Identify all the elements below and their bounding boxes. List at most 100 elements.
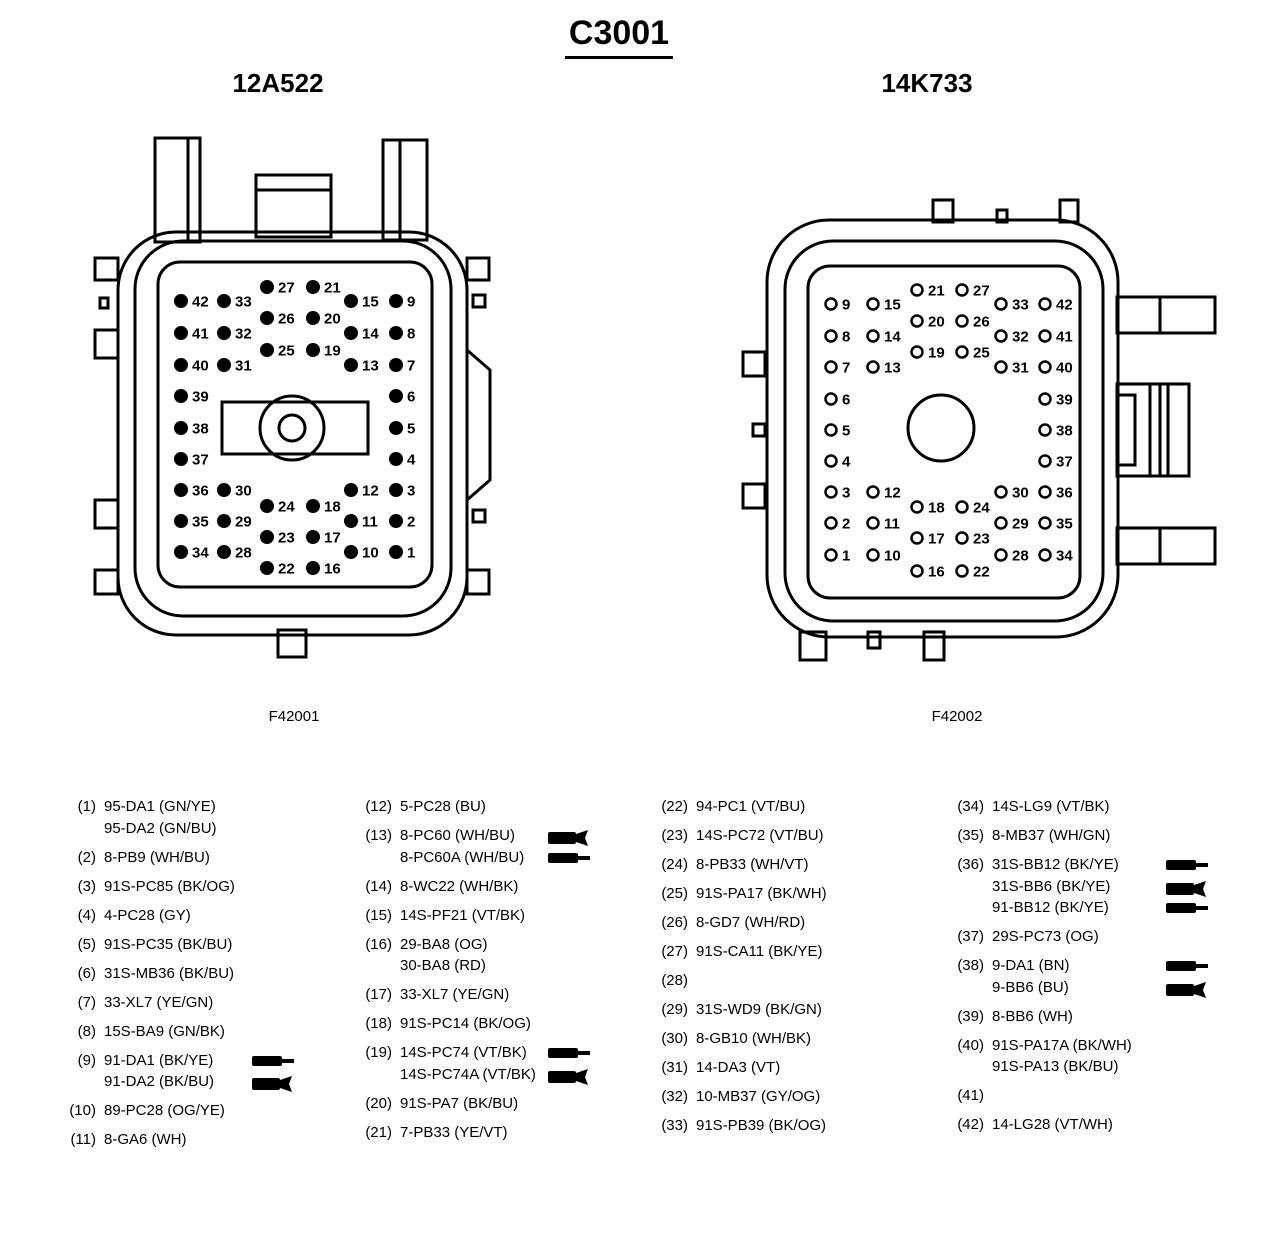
pinout-entry: (42)14-LG28 (VT/WH) [948,1114,1238,1136]
left-pin-42 [174,294,188,308]
wire-circuit-text: 33-XL7 (YE/GN) [400,986,510,1003]
left-pin-3 [389,483,403,497]
pinout-entry: (19) 14S-PC74 (VT/BK)14S-PC74A (VT/BK) [356,1042,646,1085]
right-pin-23 [955,531,969,545]
wire-circuit: 8-MB37 (WH/GN) [992,825,1238,847]
right-pin-27 [955,283,969,297]
right-pin-label: 20 [928,314,945,331]
left-pin-label: 16 [324,561,341,578]
wire-circuit-text: 91S-PC35 (BK/BU) [104,935,233,953]
left-pin-6 [389,389,403,403]
wire-circuit: 91S-PA7 (BK/BU) [400,1093,646,1115]
pinout-cavity-number: (38) [957,957,984,974]
pinout-entry: (9)91-DA1 (BK/YE)91-DA2 (BK/BU) [60,1050,350,1093]
right-pin-39 [1038,392,1052,406]
pinout-cavity-number: (20) [365,1094,392,1112]
pinout-cavity-number: (19) [365,1044,392,1061]
wire-circuit-text: 91S-PB39 (BK/OG) [696,1117,827,1134]
left-pin-18 [306,499,320,513]
left-pin-13 [344,358,358,372]
right-pin-label: 13 [884,360,901,377]
pinout-cavity-number: (28) [661,972,688,989]
wire-circuit: 89-PC28 (OG/YE) [104,1100,350,1122]
wire-circuit: ​ [696,970,942,992]
left-pin-label: 8 [407,326,415,343]
pinout-cavity-number: (31) [661,1059,688,1076]
left-pin-10 [344,545,358,559]
wire-circuit-text: 8-GB10 (WH/BK) [696,1030,812,1047]
right-pin-29 [994,516,1008,530]
pinout-entry: (27)91S-CA11 (BK/YE) [652,941,942,963]
wire-circuit-text: 91-DA2 (BK/BU) [104,1073,215,1090]
pinout-entry: (2)8-PB9 (WH/BU) [60,847,350,869]
wire-circuit-text: 7-PB33 (YE/VT) [400,1123,508,1141]
wire-circuit-text: 95-DA1 (GN/YE) [104,798,216,815]
wire-circuit-text: 91S-PA17 (BK/WH) [696,885,827,902]
pinout-entry: (5) 91S-PC35 (BK/BU) [60,934,350,956]
wire-circuit-text: 8-PC60 (WH/BU) [400,827,516,844]
pinout-cavity-number: (40) [957,1036,984,1054]
left-pin-label: 24 [278,499,295,516]
right-pin-label: 9 [842,297,850,314]
wire-circuit-text: 31S-BB6 (BK/YE) [992,877,1111,895]
wire-circuit: 91S-PC35 (BK/BU) [104,934,350,956]
left-pin-1 [389,545,403,559]
wire-circuit: 14S-PC74 (VT/BK) [400,1042,646,1064]
pinout-cavity-number: (5) [77,935,96,953]
pinout-cavity-number: (11) [70,1131,96,1148]
right-pin-label: 17 [928,531,945,548]
right-pin-label: 6 [842,392,850,409]
pinout-entry: (6)31S-MB36 (BK/BU) [60,963,350,985]
left-pin-label: 5 [407,421,415,438]
right-connector-name: 14K733 [881,68,973,98]
pinout-cavity-number: (4) [77,906,96,924]
right-pin-label: 31 [1012,360,1029,377]
wire-circuit-text: 5-PC28 (BU) [400,798,486,815]
right-pin-label: 8 [842,329,850,346]
wire-circuit-text: 91S-PA7 (BK/BU) [400,1094,519,1112]
wire-circuit: 33-XL7 (YE/GN) [104,992,350,1014]
left-figure-id: F42001 [268,708,320,725]
wire-circuit-text: 8-GD7 (WH/RD) [696,914,806,931]
right-pin-label: 7 [842,360,850,377]
left-pin-label: 10 [362,545,379,562]
pinout-entry: (18)91S-PC14 (BK/OG) [356,1013,646,1035]
pinout-entry: (4)4-PC28 (GY) [60,905,350,927]
left-pin-label: 23 [278,530,295,547]
left-pin-26 [260,311,274,325]
right-pin-17 [910,531,924,545]
pinout-cavity-number: (7) [77,993,96,1011]
pinout-cavity-number: (9) [77,1051,96,1069]
left-pin-label: 37 [192,452,209,469]
left-pin-40 [174,358,188,372]
left-pin-30 [217,483,231,497]
wire-circuit: 7-PB33 (YE/VT) [400,1122,646,1144]
wire-circuit-text: 91S-CA11 (BK/YE) [696,943,823,960]
right-pin-3 [824,485,838,499]
right-pin-20 [910,314,924,328]
left-pin-label: 11 [362,514,378,531]
wire-circuit: 5-PC28 (BU) [400,796,646,818]
left-pin-39 [174,389,188,403]
right-pin-18 [910,500,924,514]
pinout-cavity-number: (36) [957,856,984,873]
wire-circuit: 14S-PC74A (VT/BK) [400,1064,646,1086]
pinout-cavity-number: (18) [365,1015,392,1032]
left-pin-label: 35 [192,514,209,531]
wire-circuit: 8-GD7 (WH/RD) [696,912,942,934]
wire-circuit: 29S-PC73 (OG) [992,926,1238,948]
wire-circuit-text: 8-WC22 (WH/BK) [400,877,519,895]
wire-circuit: 8-PB33 (WH/VT) [696,854,942,876]
right-pin-14 [866,329,880,343]
wire-circuit: 30-BA8 (RD) [400,955,646,977]
right-pin-label: 23 [973,531,990,548]
pinout-cavity-number: (22) [661,798,688,815]
left-pin-15 [344,294,358,308]
pinout-entry: (12)5-PC28 (BU) [356,796,646,818]
pinout-cavity-number: (14) [365,877,392,895]
left-pin-12 [344,483,358,497]
wire-circuit: 8-WC22 (WH/BK) [400,876,646,898]
left-pin-19 [306,343,320,357]
right-pin-13 [866,360,880,374]
wire-circuit-text: 14-LG28 (VT/WH) [992,1116,1113,1133]
